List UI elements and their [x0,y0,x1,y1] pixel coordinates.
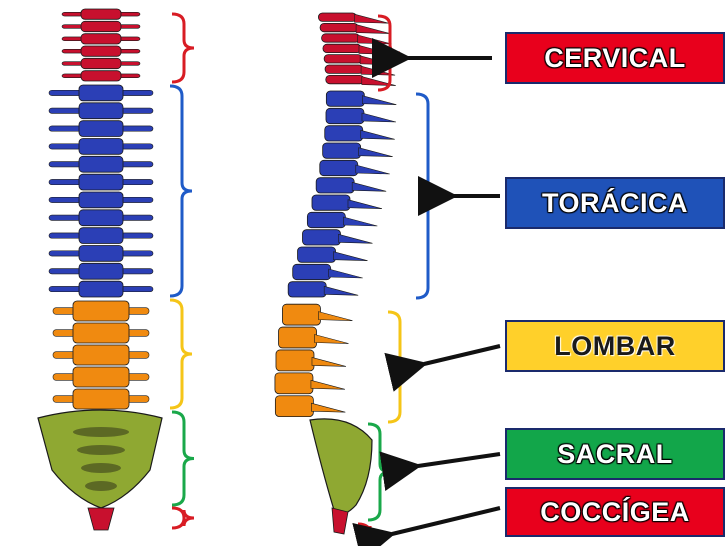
side-vertebra-cervical [318,12,357,22]
bracket-front-cervical [171,12,195,84]
side-spinous-process [328,268,363,279]
bracket-front-sacral [171,410,195,507]
side-vertebra-toracica [292,263,332,281]
arrow-sacral [379,451,501,492]
side-vertebra-lombar [274,372,314,395]
front-vertebra-toracica [78,138,124,155]
side-coccyx [331,507,349,535]
side-vertebra-toracica [324,125,364,142]
side-vertebra-lombar [275,349,315,372]
front-vertebra-toracica [78,102,124,120]
side-spinous-process [323,285,359,296]
label-toracica: TORÁCICA [505,177,725,229]
side-spinous-process [358,45,394,55]
bracket-side-toracica [415,92,439,300]
side-vertebra-cervical [324,64,364,74]
side-vertebra-cervical [321,33,360,43]
side-vertebra-cervical [323,54,363,64]
side-vertebra-toracica [315,177,355,194]
front-sacral-foramen [73,427,129,437]
side-vertebra-toracica [325,107,365,125]
side-spinous-process [318,311,353,321]
side-spinous-process [314,334,349,344]
front-vertebra-lombar [72,322,130,344]
label-coccigea: COCCÍGEA [505,487,725,537]
side-spinous-process [351,181,387,192]
side-spinous-process [362,95,397,105]
bracket-side-coccigea [357,522,381,546]
front-vertebra-toracica [78,209,124,227]
side-vertebra-cervical [319,22,359,33]
side-vertebra-lombar [282,303,321,326]
front-vertebra-cervical [80,57,122,70]
bracket-front-coccigea [171,506,195,530]
side-spinous-process [311,402,346,413]
front-view-spine [37,8,163,531]
front-vertebra-lombar [72,344,130,366]
bracket-front-lombar [169,298,193,410]
side-spinous-process [355,164,390,175]
side-vertebra-cervical [322,43,362,54]
front-vertebra-toracica [78,227,124,244]
arrow-coccigea [352,506,501,546]
side-vertebra-lombar [278,326,317,349]
side-spinous-process [361,76,396,86]
bracket-front-toracica [169,84,193,298]
side-vertebra-toracica [287,281,327,298]
front-vertebra-toracica [78,280,124,298]
front-vertebra-lombar [72,388,130,410]
label-lombar: LOMBAR [505,320,725,372]
front-sacrum [37,409,163,509]
side-vertebra-toracica [306,211,346,229]
side-vertebra-toracica [322,142,362,159]
front-vertebra-toracica [78,120,124,137]
side-view-spine [274,12,397,535]
front-vertebra-toracica [78,155,124,173]
front-sacral-foramen [81,463,121,473]
side-spinous-process [333,251,368,261]
front-vertebra-toracica [78,191,124,209]
side-spinous-process [355,24,391,34]
front-sacral-foramen [77,445,125,455]
side-spinous-process [338,233,373,244]
side-spinous-process [347,199,383,209]
label-cervical: CERVICAL [505,32,725,84]
front-vertebra-lombar [72,300,130,322]
label-sacral: SACRAL [505,428,725,480]
front-vertebra-toracica [78,245,124,262]
front-vertebra-cervical [80,33,122,45]
side-sacrum [309,418,373,515]
front-vertebra-cervical [80,70,122,82]
side-spinous-process [311,357,347,367]
front-sacral-foramen [85,481,117,491]
side-spinous-process [357,34,392,45]
side-vertebra-toracica [311,194,351,211]
front-vertebra-cervical [80,20,122,33]
front-vertebra-toracica [78,262,124,280]
side-vertebra-toracica [319,159,359,177]
side-spinous-process [358,147,393,157]
side-spinous-process [354,13,389,24]
front-vertebra-toracica [78,173,124,191]
side-spinous-process [310,379,346,390]
pointer-arrows [352,38,501,546]
side-spinous-process [361,112,397,123]
side-spinous-process [343,216,378,227]
side-vertebra-toracica [302,229,341,246]
side-vertebra-lombar [274,395,314,418]
side-spinous-process [360,129,395,140]
arrow-lombar [384,344,501,392]
front-vertebra-cervical [80,45,122,57]
side-vertebra-toracica [325,90,365,107]
front-vertebra-cervical [80,8,122,20]
bracket-side-lombar [387,310,411,424]
front-coccyx [87,507,115,531]
front-vertebra-lombar [72,366,130,388]
front-vertebra-toracica [78,84,124,102]
side-vertebra-cervical [325,75,365,85]
side-vertebra-toracica [297,246,336,263]
